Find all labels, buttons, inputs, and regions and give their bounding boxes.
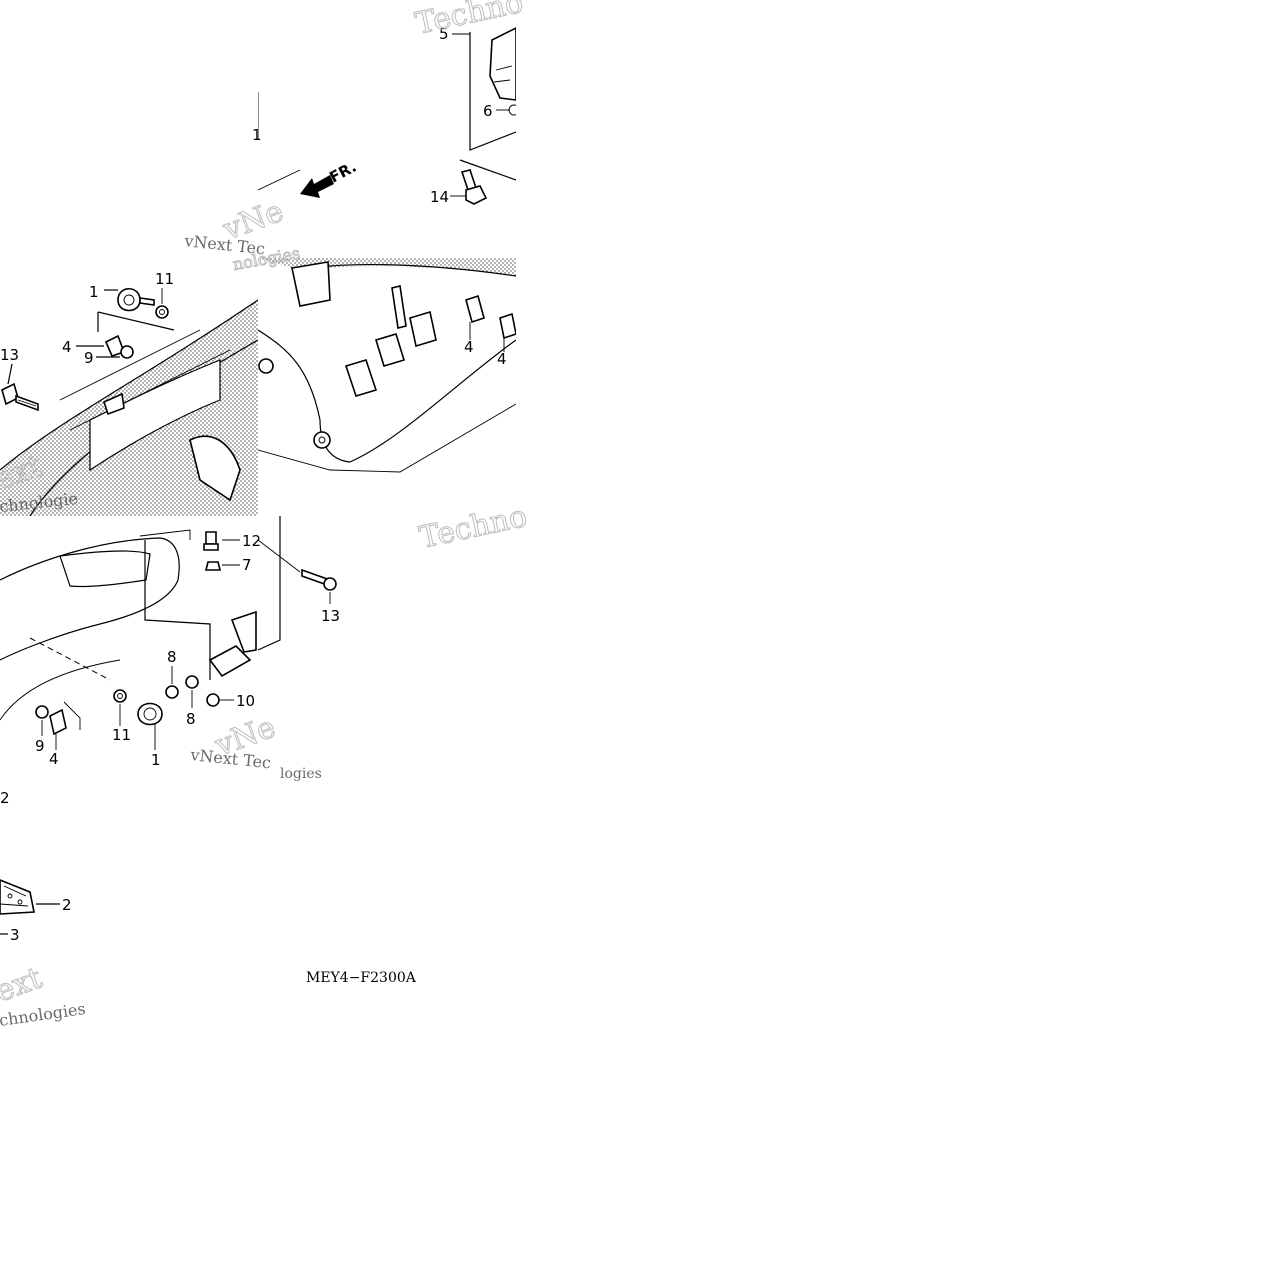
callout-6: 6 (483, 102, 493, 120)
bracket-line (257, 516, 281, 651)
drawing-code: MEY4−F2300A (306, 970, 417, 986)
callout-9-top: 9 (84, 349, 94, 367)
callout-8-a: 8 (167, 648, 177, 666)
callout-4-top: 4 (62, 338, 72, 356)
watermarks: Techno vNext Tec vNe nologies ext chnolo… (0, 0, 531, 1030)
callout-7: 7 (242, 556, 252, 574)
seat-section (0, 529, 257, 736)
bolt-13-head (323, 577, 337, 591)
callout-8-b: 8 (186, 710, 196, 728)
watermark: logies (280, 766, 322, 782)
callout-1-edge: 1 (252, 126, 262, 144)
callout-4-right-b: 4 (497, 350, 507, 368)
callout-9-bottom: 9 (35, 737, 45, 755)
callout-4-right-a: 4 (464, 338, 474, 356)
top-section (258, 27, 516, 205)
callout-14: 14 (430, 188, 449, 206)
callout-2-edge: 2 (0, 789, 10, 807)
rear-fender-right-section (258, 258, 516, 473)
rear-fender-left-section (0, 287, 258, 516)
watermark: Techno (416, 499, 530, 556)
callout-12: 12 (242, 532, 261, 550)
callout-2: 2 (62, 896, 72, 914)
callout-11-bottom: 11 (112, 726, 131, 744)
callout-10: 10 (236, 692, 255, 710)
callout-1-top: 1 (89, 283, 99, 301)
callouts: 5 6 14 1 11 4 9 13 4 4 12 7 13 8 8 10 9 … (0, 25, 510, 944)
watermark: ext (0, 961, 47, 1010)
callout-13-bottom: 13 (321, 607, 340, 625)
callout-4-bottom: 4 (49, 750, 59, 768)
callout-13-left: 13 (0, 346, 19, 364)
callout-1-bottom: 1 (151, 751, 161, 769)
callout-3: 3 (10, 926, 20, 944)
callout-5: 5 (439, 25, 449, 43)
taillight-parts (0, 879, 60, 935)
callout-11-top: 11 (155, 270, 174, 288)
front-direction-arrow: FR. (300, 158, 359, 198)
